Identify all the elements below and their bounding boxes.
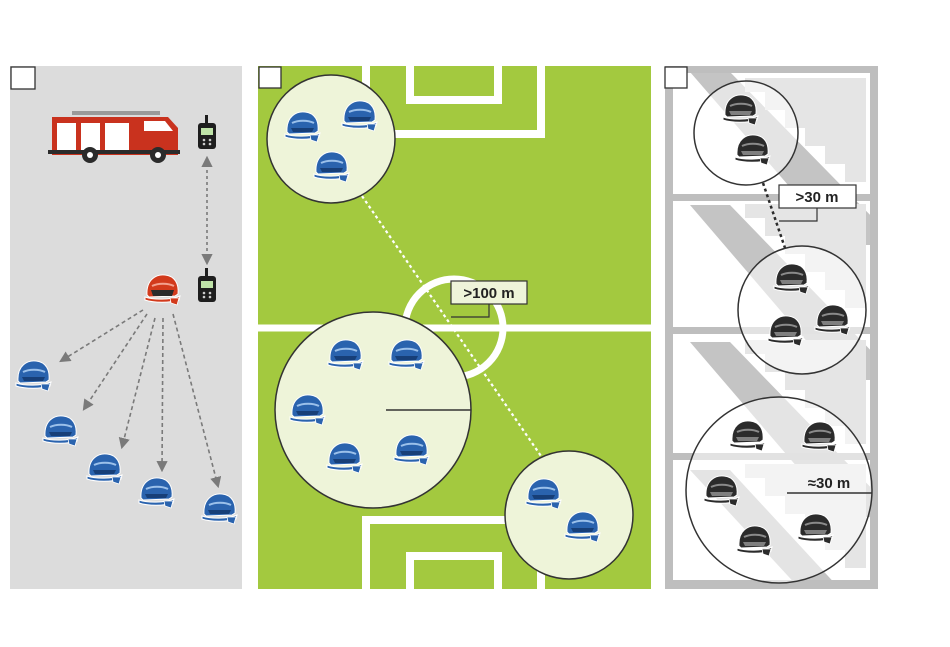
svg-text:>30 m: >30 m <box>796 189 839 206</box>
zone-circle-top-left <box>267 75 395 203</box>
zone-circle-bottom-right <box>505 451 633 579</box>
panel-badge-1 <box>11 67 35 89</box>
panel-badge-3 <box>665 67 687 88</box>
svg-text:>100 m: >100 m <box>463 285 514 302</box>
command-panel <box>10 66 242 589</box>
zone-radius-label: ≈30 m <box>808 475 850 492</box>
zone-circle-middle-floor <box>738 246 866 374</box>
panel-badge-2 <box>259 67 281 88</box>
stairwell-panel: >30 m ≈30 m <box>665 66 880 589</box>
football-pitch-panel: >100 m <box>258 60 651 595</box>
